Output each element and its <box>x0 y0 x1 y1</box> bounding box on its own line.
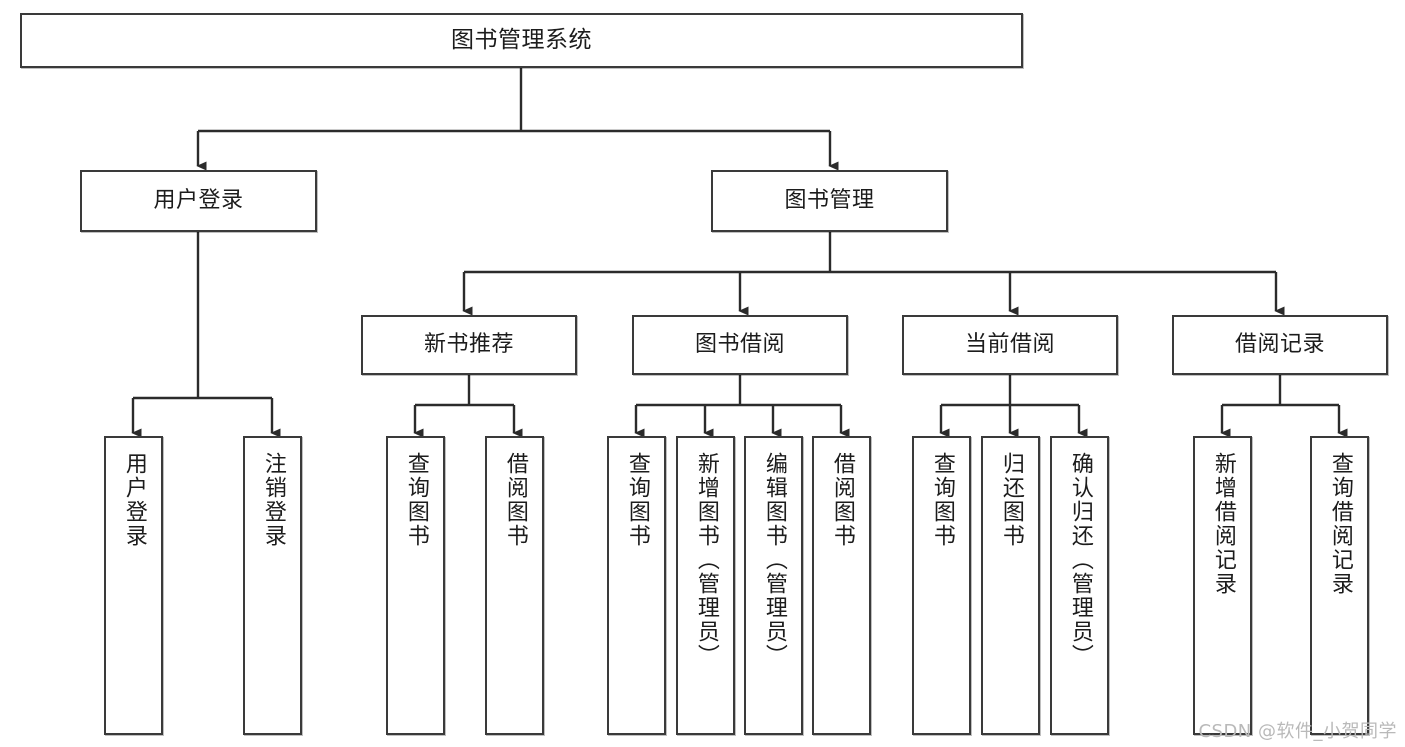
node-label: 用户登录 <box>121 452 147 548</box>
node-label: 新增借阅记录 <box>1210 452 1236 596</box>
leaf-recommend-query-book[interactable]: 查询图书 <box>386 436 445 735</box>
node-user-login[interactable]: 用户登录 <box>80 170 317 232</box>
leaf-recommend-borrow-book[interactable]: 借阅图书 <box>485 436 544 735</box>
node-label: 确认归还（管理员） <box>1067 452 1093 668</box>
leaf-records-add-record[interactable]: 新增借阅记录 <box>1193 436 1252 735</box>
leaf-current-confirm-return-admin[interactable]: 确认归还（管理员） <box>1050 436 1109 735</box>
node-label: 借阅记录 <box>1234 332 1325 358</box>
node-label: 图书管理 <box>784 188 875 214</box>
leaf-current-return-book[interactable]: 归还图书 <box>981 436 1040 735</box>
csdn-watermark: CSDN @软件_小贺同学 <box>1198 721 1397 742</box>
node-label: 编辑图书（管理员） <box>761 452 787 668</box>
node-new-book-recommend[interactable]: 新书推荐 <box>361 315 577 375</box>
node-borrow-records[interactable]: 借阅记录 <box>1172 315 1388 375</box>
leaf-user-logout[interactable]: 注销登录 <box>243 436 302 735</box>
node-label: 归还图书 <box>998 452 1024 548</box>
leaf-borrow-edit-book-admin[interactable]: 编辑图书（管理员） <box>744 436 803 735</box>
node-label: 查询图书 <box>403 452 429 548</box>
node-label: 当前借阅 <box>964 332 1055 358</box>
node-label: 新增图书（管理员） <box>693 452 719 668</box>
node-label: 查询借阅记录 <box>1327 452 1353 596</box>
leaf-borrow-borrow-book[interactable]: 借阅图书 <box>812 436 871 735</box>
node-label: 图书借阅 <box>694 332 785 358</box>
node-book-management[interactable]: 图书管理 <box>711 170 948 232</box>
leaf-borrow-add-book-admin[interactable]: 新增图书（管理员） <box>676 436 735 735</box>
node-label: 查询图书 <box>624 452 650 548</box>
leaf-current-query-book[interactable]: 查询图书 <box>912 436 971 735</box>
leaf-records-query-record[interactable]: 查询借阅记录 <box>1310 436 1369 735</box>
node-label: 查询图书 <box>929 452 955 548</box>
node-label: 借阅图书 <box>502 452 528 548</box>
node-label: 注销登录 <box>260 452 286 548</box>
node-label: 借阅图书 <box>829 452 855 548</box>
node-label: 新书推荐 <box>423 332 514 358</box>
leaf-borrow-query-book[interactable]: 查询图书 <box>607 436 666 735</box>
leaf-user-login[interactable]: 用户登录 <box>104 436 163 735</box>
node-root-system[interactable]: 图书管理系统 <box>20 13 1023 68</box>
node-label: 用户登录 <box>153 188 244 214</box>
node-current-borrow[interactable]: 当前借阅 <box>902 315 1118 375</box>
node-book-borrow[interactable]: 图书借阅 <box>632 315 848 375</box>
node-label: 图书管理系统 <box>451 26 592 53</box>
